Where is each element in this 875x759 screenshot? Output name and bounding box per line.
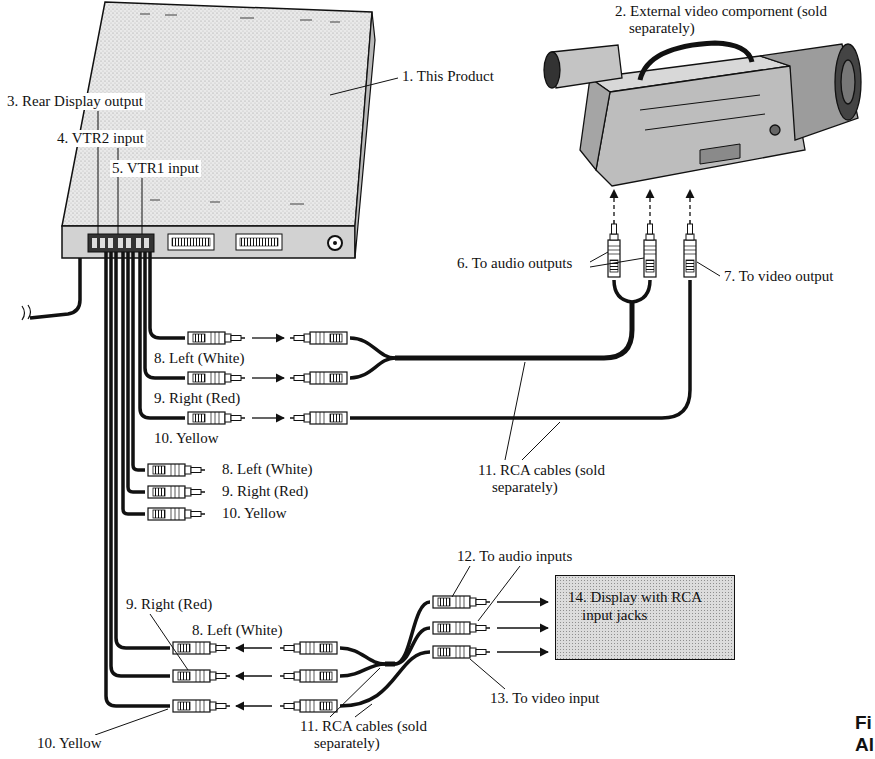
- callout-label: 9. Right (Red): [220, 483, 310, 500]
- product-cords: [106, 252, 185, 706]
- figure-caption: Fi: [853, 712, 874, 734]
- camcorder: [544, 43, 861, 186]
- callout-label: 13. To video input: [488, 690, 602, 707]
- callout-label: 4. VTR2 input: [55, 130, 146, 147]
- callout-label: 10. Yellow: [152, 430, 221, 447]
- callout-label: 10. Yellow: [35, 735, 104, 752]
- display-box: 14. Display with RCA input jacks: [555, 575, 735, 660]
- callout-label: 10. Yellow: [220, 505, 289, 522]
- callout-label: 9. Right (Red): [152, 390, 242, 407]
- callout-label: 9. Right (Red): [124, 596, 214, 613]
- callout-label: 8. Left (White): [220, 461, 314, 478]
- callout-label: 8. Left (White): [190, 622, 284, 639]
- box-text: 14. Display with RCA input jacks: [568, 588, 724, 624]
- callout-label: 8. Left (White): [152, 350, 246, 367]
- callout-label: 2. External video compornent (sold separ…: [613, 3, 831, 38]
- figure-caption: Al: [853, 734, 875, 756]
- callout-label: 11. RCA cables (sold separately): [476, 462, 609, 497]
- callout-label: 12. To audio inputs: [455, 548, 574, 565]
- callout-label: 6. To audio outputs: [455, 255, 574, 272]
- callout-label: 3. Rear Display output: [5, 93, 145, 110]
- callout-label: 11. RCA cables (sold separately): [298, 718, 431, 753]
- callout-label: 5. VTR1 input: [110, 160, 201, 177]
- callout-label: 7. To video output: [722, 268, 836, 285]
- callout-label: 1. This Product: [400, 68, 496, 85]
- power-cord: [22, 258, 80, 320]
